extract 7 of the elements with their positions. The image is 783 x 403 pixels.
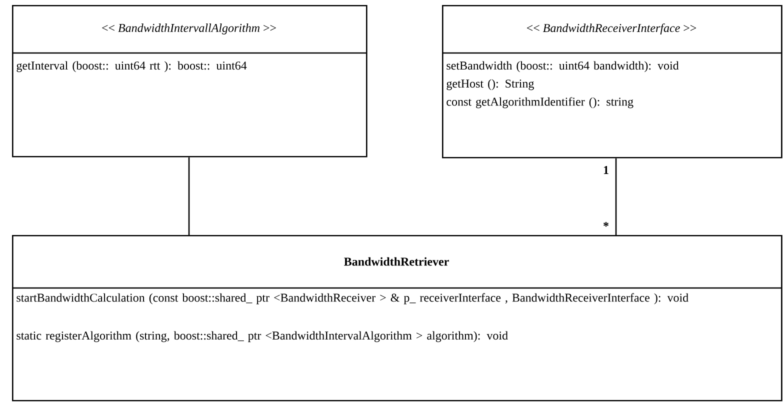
class-box: << BandwidthReceiverInterface >> setBandwidth (boost:: uint64 bandwidth): void getHost (): String const getAlgorithmIdentifier (): string: [442, 5, 782, 158]
multiplicity-label: 1: [604, 166, 608, 174]
class-box: << BandwidthIntervallAlgorithm >> getInterval (boost:: uint64 rtt ): boost:: uint64: [12, 5, 368, 158]
association-line: [615, 158, 617, 235]
association-line: [188, 157, 190, 235]
multiplicity-label: *: [604, 222, 608, 227]
class-box: BandwidthRetriever startBandwidthCalculation (const boost::shared_ ptr <BandwidthReceiver > & p_ receiverInterface , BandwidthReceiverInterface ): void static registerAlgorithm (string, boost::shared_ ptr <BandwidthIntervalAlgorithm > algorithm): void: [12, 235, 782, 402]
